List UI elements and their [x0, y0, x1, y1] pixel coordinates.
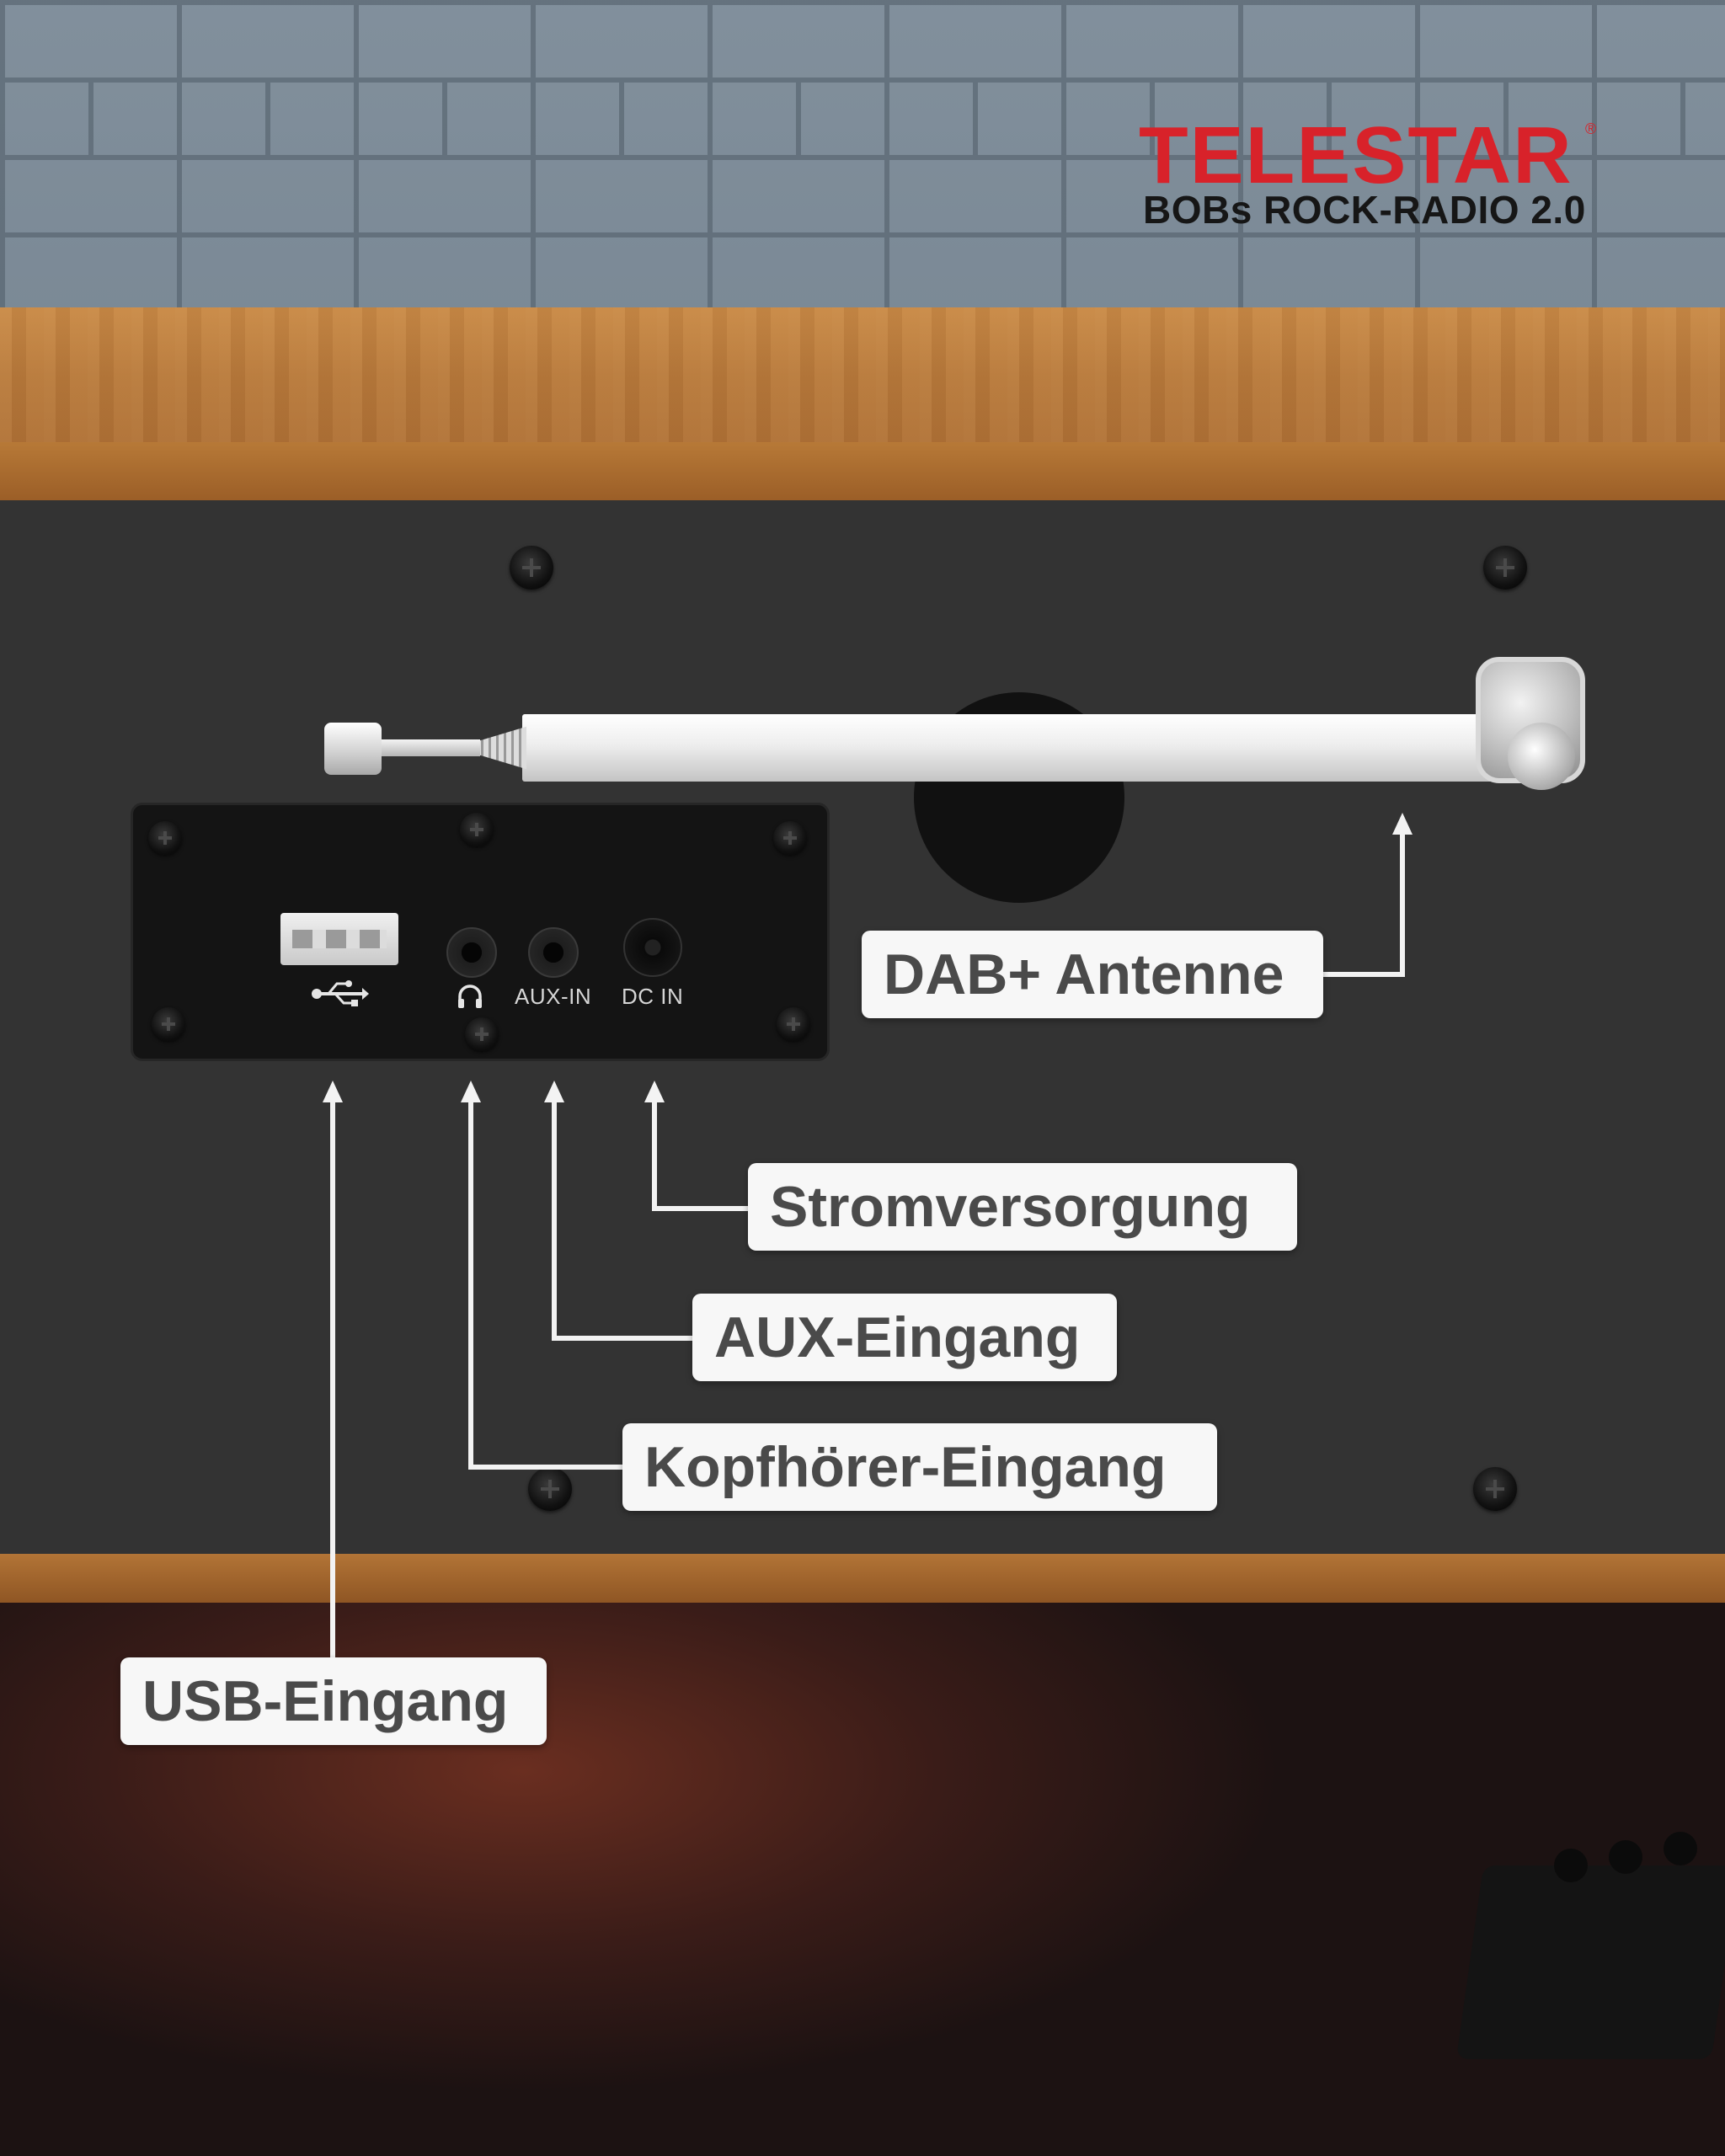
dc-in-label: DC IN: [622, 984, 684, 1009]
aux-in-label: AUX-IN: [515, 984, 592, 1009]
headphone-icon: [456, 982, 484, 1011]
screw-icon: [528, 1467, 572, 1511]
screw-icon: [777, 1007, 810, 1041]
screw-icon: [460, 813, 494, 846]
dc-in-port[interactable]: [623, 918, 682, 977]
screw-icon: [1473, 1467, 1517, 1511]
aux-leader-line: [552, 1102, 557, 1341]
aux-in-jack[interactable]: [528, 927, 579, 978]
registered-mark: ®: [1585, 120, 1597, 137]
usb-port[interactable]: [280, 913, 398, 965]
wall-shade: [0, 0, 1725, 312]
headphone-leader-line: [468, 1102, 473, 1470]
pedal-knob: [1609, 1840, 1642, 1874]
callout-power: Stromversorgung: [748, 1163, 1297, 1251]
screw-icon: [773, 821, 807, 855]
arrow-up-icon: [323, 1081, 343, 1102]
callout-aux: AUX-Eingang: [692, 1294, 1117, 1381]
brick-wall-background: [0, 0, 1725, 312]
power-leader-line: [652, 1206, 749, 1211]
screw-icon: [152, 1007, 185, 1041]
screw-icon: [1483, 546, 1527, 590]
antenna-rod: [379, 739, 480, 756]
callout-headphone: Kopfhörer-Eingang: [622, 1423, 1217, 1511]
screw-icon: [148, 821, 182, 855]
antenna-tube: [522, 714, 1499, 782]
usb-icon: [310, 977, 369, 1011]
arrow-up-icon: [644, 1081, 665, 1102]
callout-usb: USB-Eingang: [120, 1657, 547, 1745]
screw-icon: [510, 546, 553, 590]
arrow-up-icon: [544, 1081, 564, 1102]
cabinet-top-edge: [0, 442, 1725, 501]
pedal-knob: [1554, 1849, 1588, 1882]
arrow-up-icon: [1392, 813, 1413, 835]
effects-pedal: [1455, 1865, 1725, 2059]
antenna-tip: [324, 723, 382, 775]
antenna-leader-line: [1322, 972, 1405, 977]
product-name: BOBs ROCK-RADIO 2.0: [1143, 188, 1586, 232]
antenna-joint: [1508, 723, 1575, 790]
antenna-leader-line: [1400, 834, 1405, 977]
cabinet-bottom-wood: [0, 1554, 1725, 1603]
usb-leader-line: [330, 1102, 335, 1659]
arrow-up-icon: [461, 1081, 481, 1102]
power-leader-line: [652, 1102, 657, 1211]
screw-icon: [465, 1017, 499, 1051]
headphone-jack[interactable]: [446, 927, 497, 978]
brand-logo: TELESTAR: [1139, 110, 1573, 200]
pedal-knob: [1664, 1832, 1697, 1865]
headphone-leader-line: [468, 1465, 623, 1470]
aux-leader-line: [552, 1336, 693, 1341]
callout-antenna: DAB+ Antenne: [862, 931, 1323, 1018]
